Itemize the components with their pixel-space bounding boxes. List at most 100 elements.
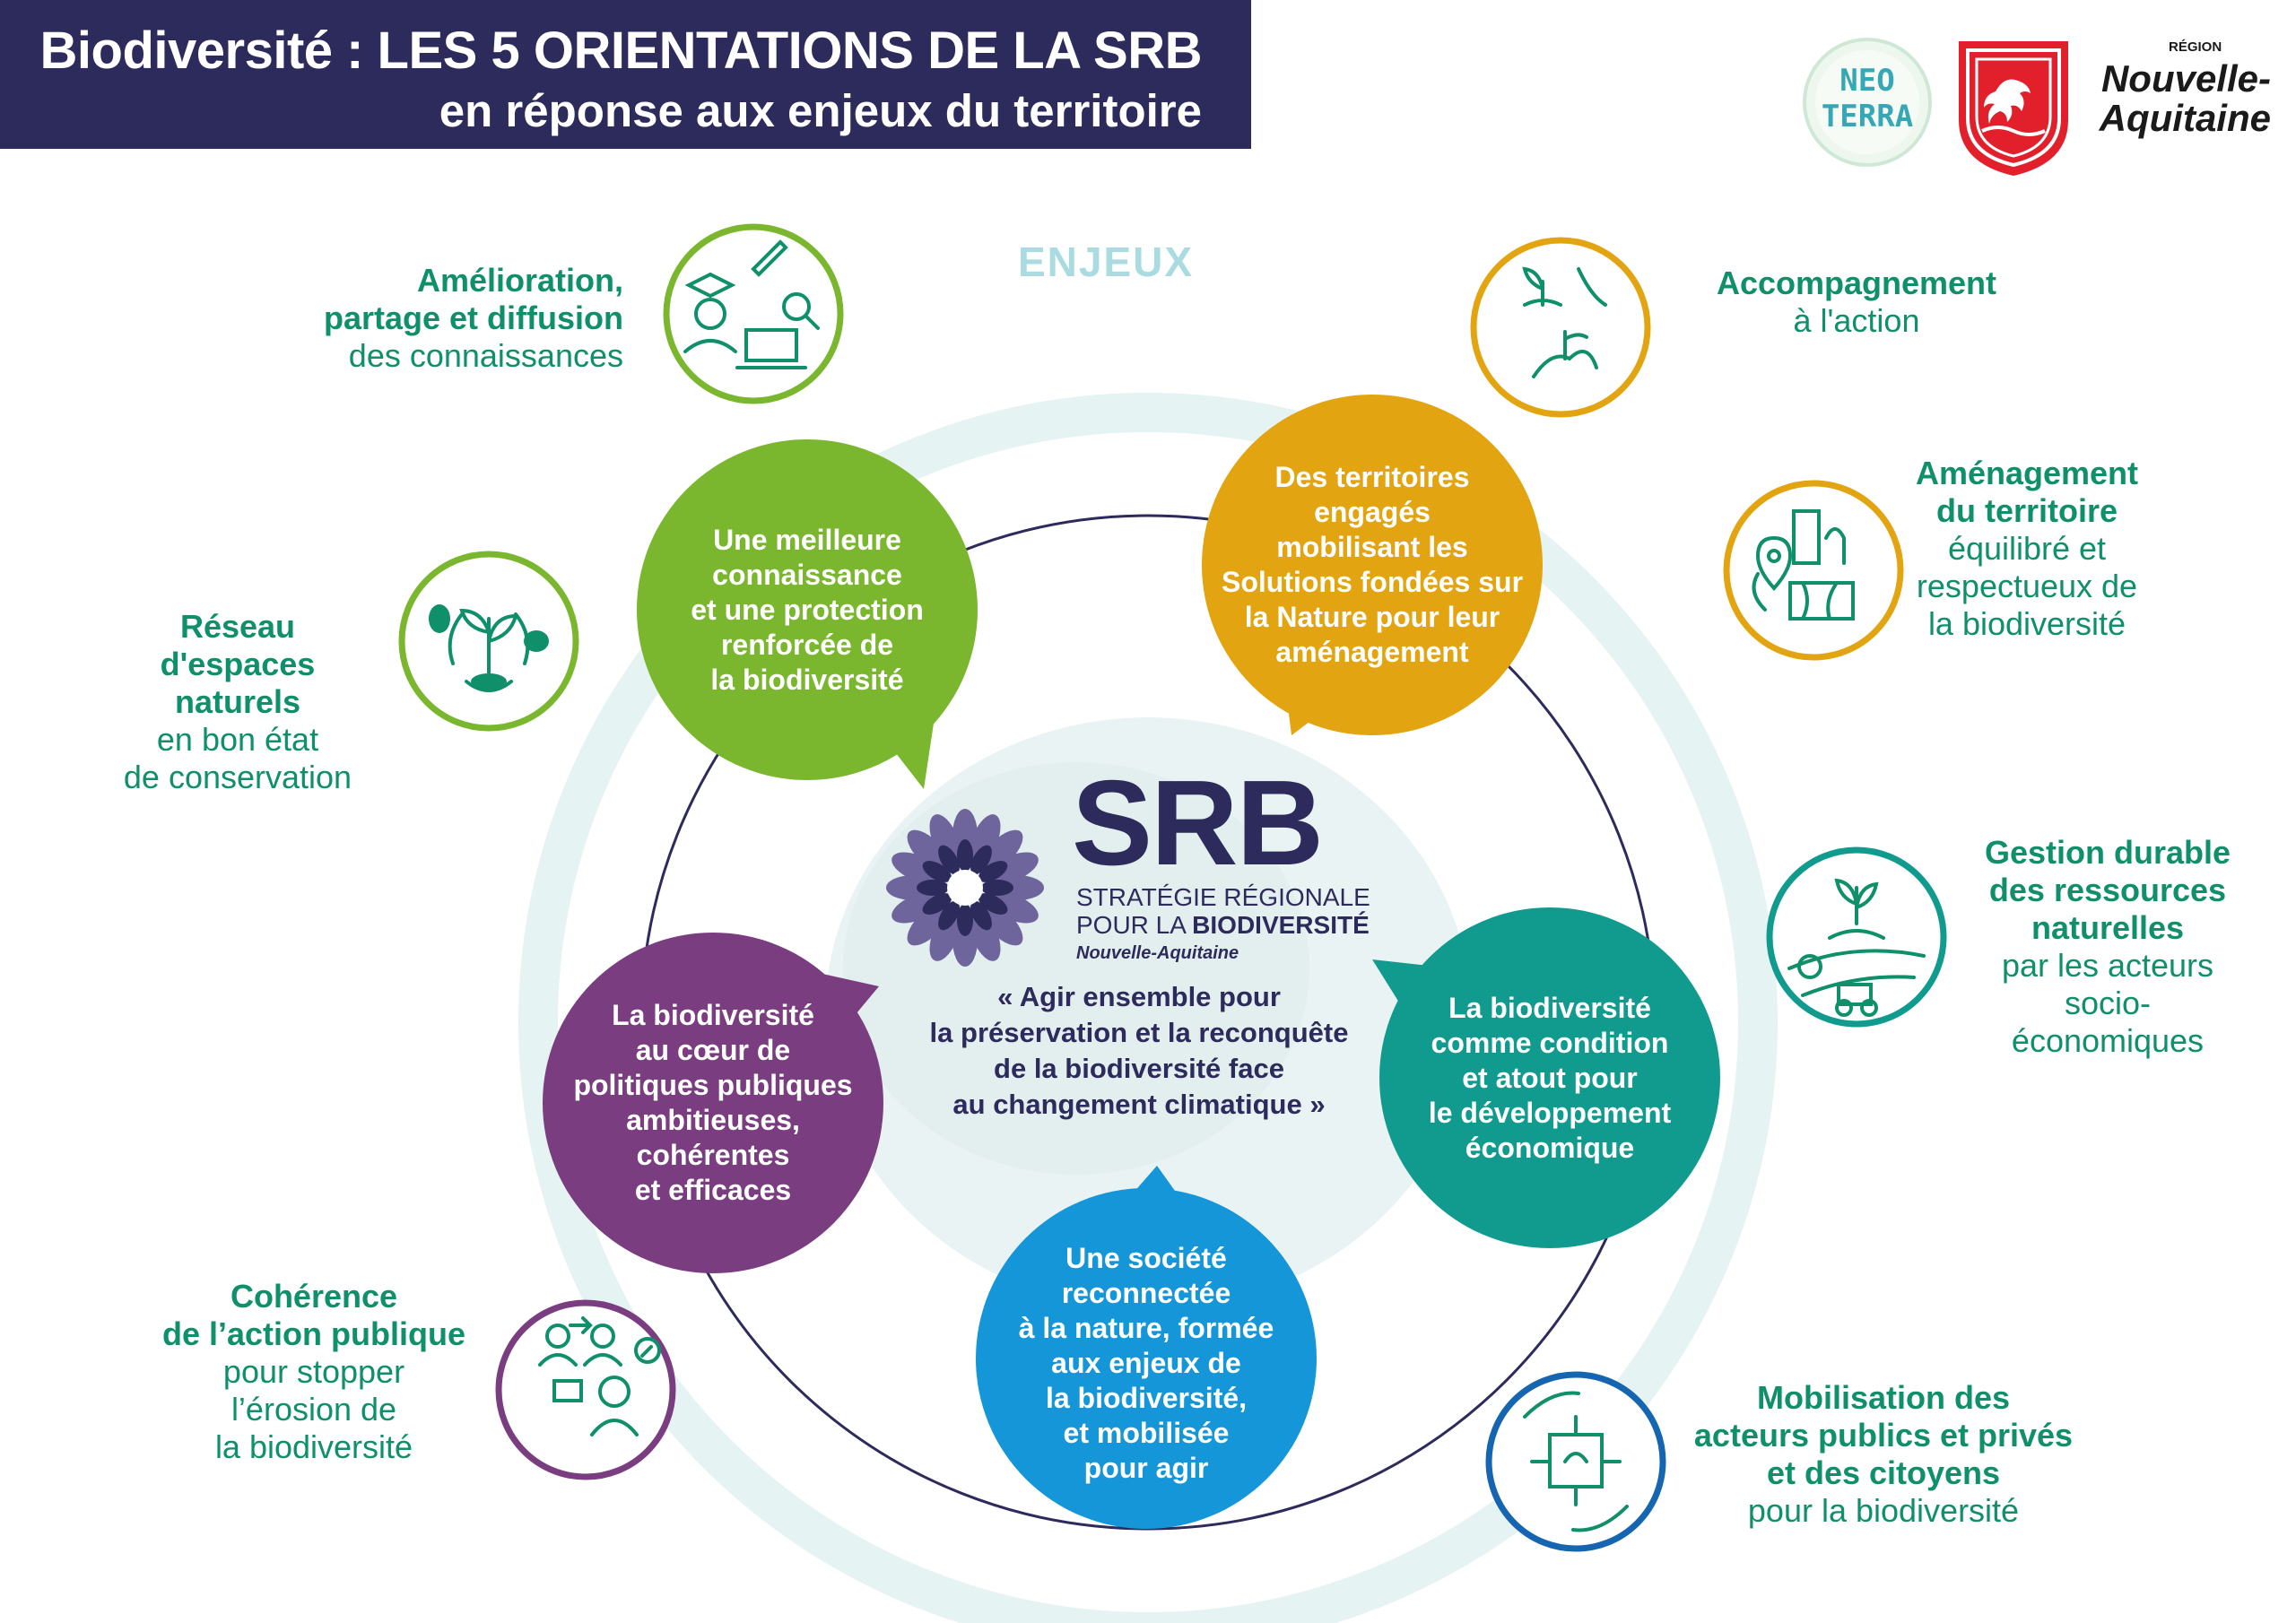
srb-acronym: SRB [1072, 755, 1324, 890]
enjeu-desc-line: la biodiversité [1927, 605, 2126, 642]
enjeu-mobilisation: Mobilisation des acteurs publics et priv… [1668, 1379, 2099, 1530]
orientation-line: La biodiversité [1448, 991, 1651, 1024]
enjeu-planning: Aménagement du territoire équilibré et r… [1866, 455, 2188, 643]
orientation-line: Une meilleure [713, 523, 901, 556]
srb-flower-icon [886, 809, 1044, 967]
region-label-small: RÉGION [2169, 39, 2222, 55]
srb-line1: STRATÉGIE RÉGIONALE [1076, 883, 1370, 911]
orientation-text-economy: La biodiversité comme condition et atout… [1397, 943, 1702, 1212]
enjeu-desc-line: de conservation [123, 759, 352, 795]
hands-plant-icon [1470, 237, 1651, 418]
orientation-line: connaissance [712, 558, 902, 591]
joined-hands-icon [1485, 1371, 1666, 1552]
enjeu-desc-line: à l'action [1793, 302, 1920, 339]
orientation-line: aux enjeux de [1051, 1346, 1241, 1379]
page-title: Biodiversité : LES 5 ORIENTATIONS DE LA … [39, 22, 1203, 80]
graduate-research-icon [663, 223, 844, 404]
quote-line: de la biodiversité face [994, 1053, 1284, 1084]
orientation-line: Solutions fondées sur [1221, 566, 1524, 598]
orientation-line: pour agir [1083, 1451, 1209, 1484]
enjeu-desc-line: par les acteurs [2001, 947, 2214, 984]
srb-line2-prefix: POUR LA [1076, 911, 1193, 939]
territory-planning-icon [1723, 480, 1904, 661]
enjeu-public-action: Cohérence de l’action publique pour stop… [117, 1278, 511, 1466]
orientation-line: à la nature, formée [1018, 1311, 1274, 1344]
enjeu-support: Accompagnement à l'action [1686, 265, 2027, 340]
orientation-text-knowledge: Une meilleure connaissance et une protec… [655, 475, 960, 744]
srb-line2: POUR LA BIODIVERSITÉ [1076, 911, 1370, 940]
enjeu-desc-line: équilibré et [1947, 530, 2107, 567]
page-subtitle: en réponse aux enjeux du territoire [439, 85, 1202, 136]
public-dialogue-icon [495, 1299, 676, 1480]
enjeu-title-line: Mobilisation des [1756, 1379, 2011, 1416]
quote-line: « Agir ensemble pour [997, 981, 1281, 1012]
orientation-line: économique [1465, 1131, 1635, 1164]
enjeu-title-line: naturelles [2031, 909, 2185, 946]
orientation-line: et mobilisée [1063, 1416, 1230, 1449]
enjeu-desc-line: respectueux de [1916, 568, 2138, 604]
enjeu-desc-line: pour la biodiversité [1747, 1492, 2020, 1529]
enjeux-ring [518, 393, 1778, 1623]
enjeu-resources: Gestion durable des ressources naturelle… [1946, 834, 2269, 1060]
region-shield-logo [1955, 38, 2072, 179]
enjeu-desc-line: des connaissances [348, 337, 623, 374]
orientation-text-territories: Des territoires engagés mobilisant les S… [1211, 430, 1534, 699]
orientation-bubble-policies [543, 933, 883, 1273]
enjeu-natural-areas: Réseau d'espaces naturels en bon état de… [76, 608, 399, 796]
orientation-line: la biodiversité [710, 663, 904, 696]
srb-line2-bold: BIODIVERSITÉ [1192, 911, 1370, 939]
orientation-line: reconnectée [1061, 1276, 1231, 1309]
orientation-bubble-society [976, 1166, 1317, 1529]
enjeu-title-line: Amélioration, [416, 262, 623, 299]
orientation-bubble-territories [1202, 395, 1543, 735]
region-label-line2: Aquitaine [2099, 97, 2271, 139]
enjeu-title-line: partage et diffusion [323, 299, 623, 336]
orientation-line: mobilisant les [1276, 531, 1468, 563]
enjeu-title-line: Réseau [179, 608, 296, 645]
orientation-line: politiques publiques [573, 1069, 853, 1101]
enjeux-label: ENJEUX [1018, 239, 1195, 285]
orientation-line: engagés [1314, 496, 1431, 528]
enjeu-title-line: Accompagnement [1716, 265, 1997, 301]
orientation-line: La biodiversité [612, 999, 814, 1031]
orientation-bubble-economy [1372, 907, 1720, 1248]
enjeu-title-line: Gestion durable [1984, 834, 2231, 871]
enjeu-desc-line: en bon état [156, 721, 319, 758]
orientation-line: comme condition [1431, 1026, 1669, 1059]
quote-line: la préservation et la reconquête [929, 1017, 1349, 1048]
enjeu-desc-line: socio- [2064, 985, 2152, 1021]
quote-line: au changement climatique » [952, 1089, 1326, 1120]
orientation-line: au cœur de [635, 1034, 791, 1066]
enjeu-title-line: du territoire [1935, 492, 2118, 529]
region-label-line1: Nouvelle- [2100, 57, 2271, 100]
orientation-line: ambitieuses, [626, 1104, 800, 1136]
enjeu-desc-line: pour stopper [222, 1353, 405, 1390]
orientation-line: aménagement [1275, 636, 1469, 668]
neoterra-logo-line1: NEO [1839, 63, 1895, 99]
srb-region: Nouvelle-Aquitaine [1076, 943, 1239, 963]
srb-quote: « Agir ensemble pour la préservation et … [883, 979, 1395, 1123]
orientation-bubble-knowledge [637, 439, 978, 789]
orientation-line: et atout pour [1462, 1061, 1638, 1094]
neoterra-logo: NEO TERRA [1801, 36, 1934, 169]
orientation-text-society: Une société reconnectée à la nature, for… [985, 1228, 1308, 1497]
enjeu-desc-line: l’érosion de [230, 1391, 397, 1428]
orientation-line: cohérentes [636, 1139, 790, 1171]
orientation-text-policies: La biodiversité au cœur de politiques pu… [552, 968, 874, 1237]
orientation-line: la Nature pour leur [1244, 601, 1500, 633]
orientation-line: Une société [1065, 1241, 1227, 1274]
enjeu-knowledge: Amélioration, partage et diffusion des c… [251, 262, 623, 375]
enjeu-title-line: des ressources [1988, 872, 2227, 908]
enjeu-title-line: de l’action publique [161, 1315, 465, 1352]
orientation-line: la biodiversité, [1045, 1381, 1248, 1414]
farm-tractor-icon [1766, 846, 1947, 1028]
enjeu-title-line: naturels [174, 683, 301, 720]
enjeu-title-line: Cohérence [230, 1278, 398, 1315]
orientation-line: renforcée de [720, 628, 894, 661]
title-banner: Biodiversité : LES 5 ORIENTATIONS DE LA … [0, 0, 1251, 149]
enjeu-desc-line: la biodiversité [214, 1428, 413, 1465]
ecosystem-network-icon [398, 551, 579, 732]
enjeu-title-line: acteurs publics et privés [1693, 1417, 2074, 1454]
enjeu-title-line: d'espaces [160, 646, 316, 682]
